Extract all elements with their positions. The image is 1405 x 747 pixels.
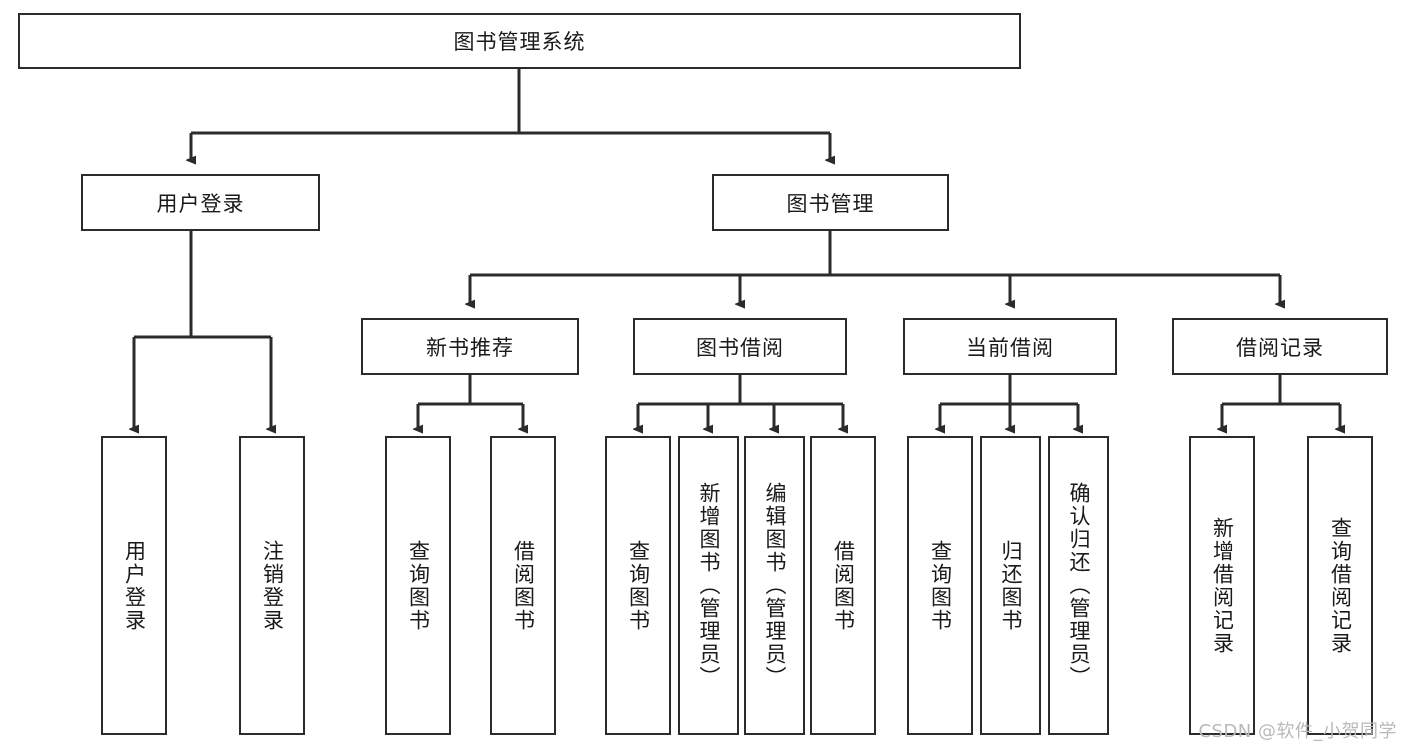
leaf-add-borrow-record[interactable]: 新增借阅记录 [1189, 436, 1255, 735]
leaf-query-book-current[interactable]: 查询图书 [907, 436, 973, 735]
leaf-borrow-book-recommend[interactable]: 借阅图书 [490, 436, 556, 735]
node-label: 借阅图书 [831, 539, 856, 632]
node-label: 用户登录 [156, 191, 245, 216]
leaf-confirm-return-admin[interactable]: 确认归还（管理员） [1048, 436, 1109, 735]
node-label: 查询图书 [928, 539, 953, 632]
node-label: 注销登录 [260, 539, 285, 632]
node-label: 图书借阅 [696, 335, 784, 360]
node-current-borrow[interactable]: 当前借阅 [903, 318, 1117, 375]
leaf-edit-book-admin[interactable]: 编辑图书（管理员） [744, 436, 805, 735]
node-label: 新增图书（管理员） [697, 482, 721, 689]
leaf-borrow-book[interactable]: 借阅图书 [810, 436, 876, 735]
node-label: 用户登录 [122, 539, 147, 632]
node-label: 当前借阅 [966, 335, 1054, 360]
node-label: 新增借阅记录 [1210, 516, 1235, 655]
node-book-borrow[interactable]: 图书借阅 [633, 318, 847, 375]
node-user-login[interactable]: 用户登录 [81, 174, 320, 231]
leaf-add-book-admin[interactable]: 新增图书（管理员） [678, 436, 739, 735]
leaf-return-book[interactable]: 归还图书 [980, 436, 1041, 735]
node-book-management[interactable]: 图书管理 [712, 174, 949, 231]
node-label: 编辑图书（管理员） [763, 482, 787, 689]
node-label: 归还图书 [999, 539, 1023, 632]
watermark: CSDN @软件_小贺同学 [1198, 721, 1397, 742]
node-root-book-management-system[interactable]: 图书管理系统 [18, 13, 1021, 69]
node-label: 图书管理 [786, 191, 875, 216]
leaf-logout[interactable]: 注销登录 [239, 436, 305, 735]
leaf-query-book-borrow[interactable]: 查询图书 [605, 436, 671, 735]
node-label: 新书推荐 [426, 335, 514, 360]
node-label: 借阅图书 [511, 539, 536, 632]
leaf-query-book-recommend[interactable]: 查询图书 [385, 436, 451, 735]
node-label: 借阅记录 [1236, 335, 1324, 360]
node-label: 确认归还（管理员） [1067, 482, 1091, 689]
node-label: 查询借阅记录 [1328, 516, 1353, 655]
node-new-book-recommend[interactable]: 新书推荐 [361, 318, 579, 375]
node-borrow-record[interactable]: 借阅记录 [1172, 318, 1388, 375]
node-label: 图书管理系统 [453, 30, 586, 54]
leaf-user-login[interactable]: 用户登录 [101, 436, 167, 735]
leaf-query-borrow-record[interactable]: 查询借阅记录 [1307, 436, 1373, 735]
node-label: 查询图书 [406, 539, 431, 632]
node-label: 查询图书 [626, 539, 651, 632]
